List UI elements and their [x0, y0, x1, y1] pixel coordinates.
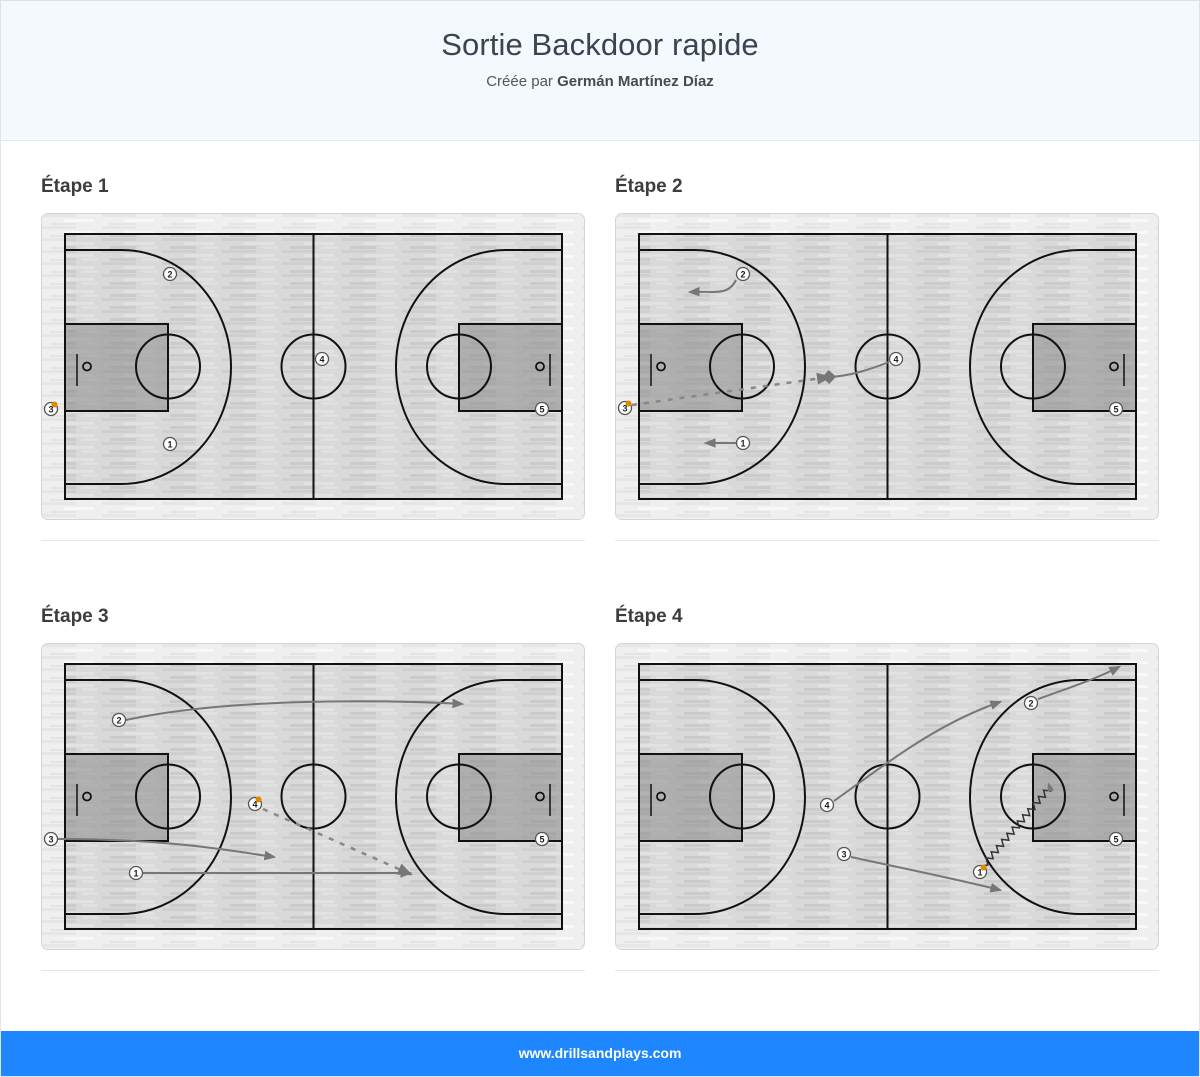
ball-icon: [255, 796, 262, 803]
author-name: Germán Martínez Díaz: [557, 73, 714, 90]
divider: [615, 970, 1159, 971]
svg-text:3: 3: [622, 403, 627, 413]
player-4[interactable]: 4: [314, 351, 330, 367]
player-2[interactable]: 2: [111, 712, 127, 728]
svg-text:1: 1: [977, 867, 982, 877]
player-2[interactable]: 2: [1023, 695, 1039, 711]
player-1[interactable]: 1: [128, 865, 144, 881]
cut-arrow: [850, 856, 1003, 893]
player-5[interactable]: 5: [534, 401, 550, 417]
step-title: Étape 1: [41, 176, 109, 197]
player-3[interactable]: 3: [43, 401, 59, 417]
player-4[interactable]: 4: [819, 797, 835, 813]
svg-text:4: 4: [893, 354, 898, 364]
player-3[interactable]: 3: [617, 400, 633, 416]
pass-arrow: [262, 807, 413, 876]
author-line: Créée par Germán Martínez Díaz: [1, 73, 1199, 90]
svg-text:5: 5: [539, 404, 544, 414]
court-diagram[interactable]: 1 2 3 4 5: [615, 213, 1159, 520]
step-title: Étape 4: [615, 606, 683, 627]
step-title: Étape 3: [41, 606, 109, 627]
svg-text:2: 2: [1028, 698, 1033, 708]
svg-text:1: 1: [133, 868, 138, 878]
player-3[interactable]: 3: [43, 831, 59, 847]
player-1[interactable]: 1: [972, 864, 988, 880]
page-title: Sortie Backdoor rapide: [441, 27, 759, 62]
cut-arrow: [57, 838, 277, 861]
svg-text:2: 2: [167, 269, 172, 279]
player-1[interactable]: 1: [735, 435, 751, 451]
court-diagram[interactable]: 1 2 3 4 5: [615, 643, 1159, 950]
ball-icon: [980, 864, 987, 871]
cut-arrow: [833, 700, 1003, 802]
player-2[interactable]: 2: [735, 266, 751, 282]
header: Sortie Backdoor rapide Créée par Germán …: [1, 1, 1199, 141]
player-3[interactable]: 3: [836, 846, 852, 862]
cut-arrow: [125, 698, 465, 721]
court-diagram[interactable]: 1 2 3 4 5: [41, 643, 585, 950]
player-4[interactable]: 4: [247, 796, 263, 812]
dribble-line: [982, 782, 1055, 867]
ball-icon: [51, 401, 58, 408]
player-2[interactable]: 2: [162, 266, 178, 282]
svg-text:5: 5: [1113, 834, 1118, 844]
court-diagram[interactable]: 1 2 3 4 5: [41, 213, 585, 520]
cut-arrow: [687, 279, 737, 297]
svg-text:3: 3: [48, 404, 53, 414]
svg-text:5: 5: [539, 834, 544, 844]
svg-text:1: 1: [740, 438, 745, 448]
svg-text:2: 2: [116, 715, 121, 725]
step-title: Étape 2: [615, 176, 683, 197]
ball-icon: [625, 400, 632, 407]
svg-text:5: 5: [1113, 404, 1118, 414]
site-link[interactable]: www.drillsandplays.com: [518, 1045, 682, 1061]
player-5[interactable]: 5: [1108, 401, 1124, 417]
player-1[interactable]: 1: [162, 436, 178, 452]
svg-text:3: 3: [48, 834, 53, 844]
svg-text:3: 3: [841, 849, 846, 859]
footer: www.drillsandplays.com: [1, 1031, 1199, 1076]
divider: [41, 970, 585, 971]
svg-text:1: 1: [167, 439, 172, 449]
pass-arrow: [631, 372, 832, 407]
divider: [615, 540, 1159, 541]
divider: [41, 540, 585, 541]
svg-text:4: 4: [319, 354, 324, 364]
created-by-label: Créée par: [486, 73, 553, 90]
cut-arrow: [1037, 665, 1122, 700]
player-5[interactable]: 5: [1108, 831, 1124, 847]
player-5[interactable]: 5: [534, 831, 550, 847]
svg-text:2: 2: [740, 269, 745, 279]
screen-line: [822, 361, 890, 384]
svg-text:4: 4: [252, 799, 257, 809]
player-4[interactable]: 4: [888, 351, 904, 367]
svg-text:4: 4: [824, 800, 829, 810]
